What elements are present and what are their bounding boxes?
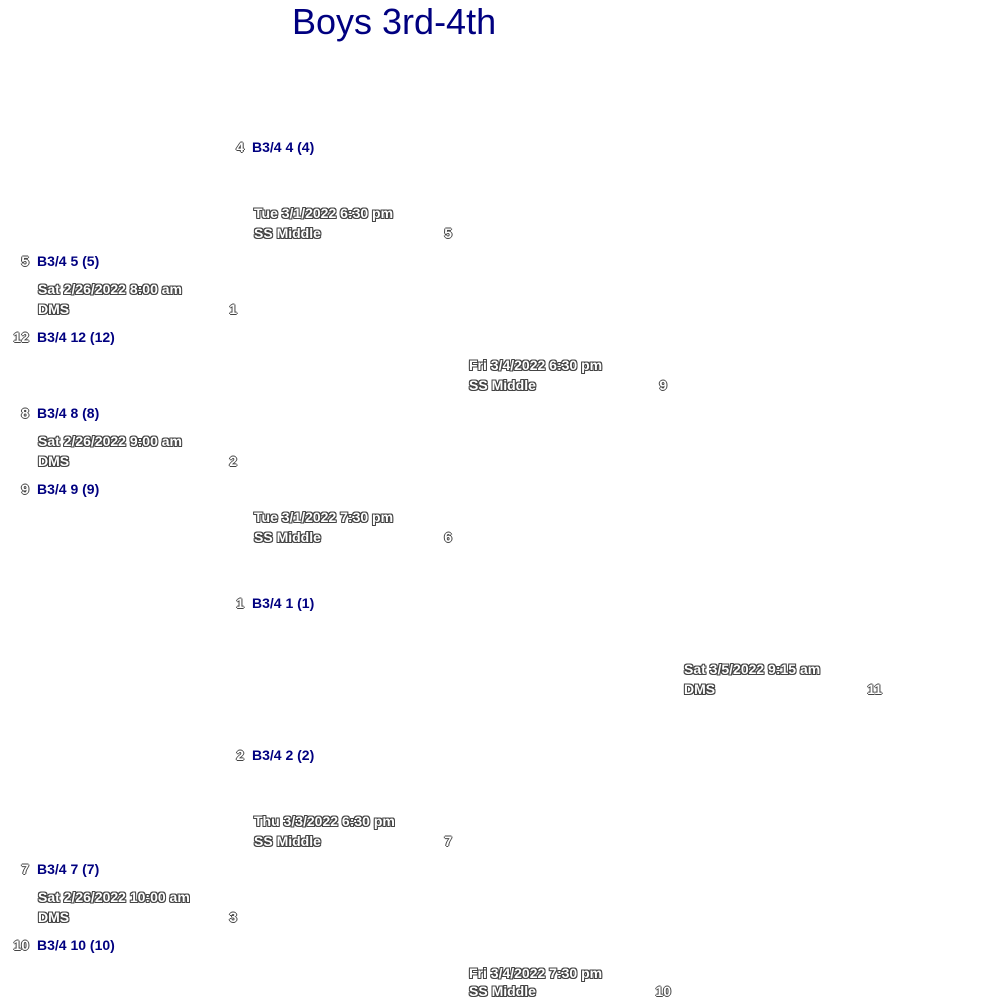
game-venue: SS Middle — [254, 833, 321, 849]
game-number: 1 — [229, 301, 237, 317]
team-name[interactable]: B3/4 2 (2) — [252, 747, 315, 763]
game-venue: SS Middle — [469, 983, 536, 999]
team-name[interactable]: B3/4 10 (10) — [37, 937, 115, 953]
game-venue: SS Middle — [469, 377, 536, 393]
game-datetime: Sat 2/26/2022 8:00 am — [38, 281, 182, 297]
page-title: Boys 3rd-4th — [292, 1, 497, 42]
seed-number: 12 — [13, 329, 29, 345]
seed-number: 4 — [236, 139, 244, 155]
team-name[interactable]: B3/4 1 (1) — [252, 595, 315, 611]
team-name[interactable]: B3/4 12 (12) — [37, 329, 115, 345]
seed-number: 5 — [21, 253, 29, 269]
seed-number: 9 — [21, 481, 29, 497]
game-number: 7 — [444, 833, 452, 849]
game-datetime: Sat 3/5/2022 9:15 am — [684, 661, 821, 677]
game-venue: SS Middle — [254, 529, 321, 545]
seed-number: 10 — [13, 937, 29, 953]
team-name[interactable]: B3/4 7 (7) — [37, 861, 100, 877]
team-name[interactable]: B3/4 5 (5) — [37, 253, 100, 269]
game-datetime: Thu 3/3/2022 6:30 pm — [254, 813, 395, 829]
game-number: 5 — [444, 225, 452, 241]
seed-number: 1 — [236, 595, 244, 611]
game-venue: SS Middle — [254, 225, 321, 241]
game-number: 6 — [444, 529, 452, 545]
game-datetime: Sat 2/26/2022 9:00 am — [38, 433, 182, 449]
game-datetime: Tue 3/1/2022 6:30 pm — [254, 205, 394, 221]
game-venue: DMS — [38, 453, 70, 469]
game-number: 3 — [229, 909, 237, 925]
game-number: 2 — [229, 453, 237, 469]
game-datetime: Sat 2/26/2022 10:00 am — [38, 889, 190, 905]
game-datetime: Tue 3/1/2022 7:30 pm — [254, 509, 394, 525]
team-name[interactable]: B3/4 9 (9) — [37, 481, 100, 497]
game-number: 11 — [867, 681, 882, 697]
seed-number: 8 — [21, 405, 29, 421]
game-venue: DMS — [684, 681, 716, 697]
game-number: 9 — [659, 377, 667, 393]
game-datetime: Fri 3/4/2022 7:30 pm — [469, 965, 603, 981]
team-name[interactable]: B3/4 4 (4) — [252, 139, 315, 155]
seed-number: 7 — [21, 861, 29, 877]
game-venue: DMS — [38, 909, 70, 925]
seed-number: 2 — [236, 747, 244, 763]
game-venue: DMS — [38, 301, 70, 317]
team-name[interactable]: B3/4 8 (8) — [37, 405, 100, 421]
game-datetime: Fri 3/4/2022 6:30 pm — [469, 357, 603, 373]
game-number: 10 — [655, 983, 671, 999]
